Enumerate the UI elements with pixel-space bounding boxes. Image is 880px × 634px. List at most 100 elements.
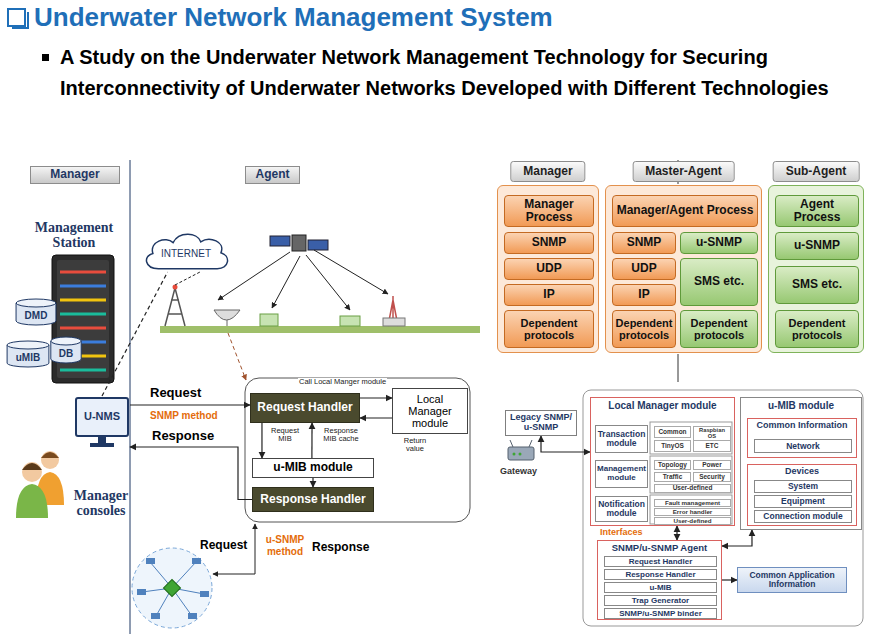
text-label: Interfaces — [600, 527, 643, 537]
option-group — [650, 422, 732, 454]
option-group — [650, 456, 732, 493]
field-row: u-MIB — [604, 582, 717, 593]
node-text: Transaction module — [598, 430, 646, 449]
architecture-frame — [583, 390, 863, 626]
node-text: u-SNMP — [794, 239, 840, 252]
field-row: Trap Generator — [604, 595, 717, 606]
node-text: Response Handler — [625, 571, 695, 579]
monitor-shape — [74, 396, 130, 450]
node-text: U-NMS — [84, 410, 120, 422]
satellite — [270, 235, 328, 251]
node-text: Notification module — [598, 500, 645, 519]
node-text: SMS etc. — [694, 275, 744, 288]
title-bullet — [8, 9, 25, 26]
node-text: Manager Process — [507, 198, 591, 224]
option-box: TinyOS — [654, 440, 691, 452]
edge-label: Return value — [396, 437, 434, 454]
node-text: SNMP — [627, 236, 662, 249]
internet-cloud: INTERNET — [140, 230, 232, 272]
node-text: Legacy SNMP/ u-SNMP — [508, 413, 574, 433]
server — [52, 255, 114, 383]
node-text: Connection module — [763, 512, 842, 521]
gateway-icon — [508, 440, 534, 460]
module-box: u-MIB module — [252, 458, 374, 478]
header-tab: Manager — [30, 166, 120, 184]
protocol-box: Dependent protocols — [504, 310, 594, 348]
node-text: Common Information — [757, 421, 848, 431]
node-text: Power — [702, 462, 722, 469]
cylinder-top — [51, 337, 81, 345]
agent-container — [245, 378, 470, 522]
node-text: ETC — [706, 443, 719, 450]
node-text: SMS etc. — [792, 278, 842, 291]
connector — [360, 397, 392, 398]
option-box: Traffic — [654, 472, 691, 482]
option-box: Power — [693, 460, 731, 470]
node-text: SNMP/u-SNMP Agent — [612, 543, 708, 553]
satellite-dish — [214, 310, 240, 326]
database-cylinder: DMD — [15, 298, 57, 326]
node-text: Common — [658, 429, 686, 436]
connector — [130, 447, 252, 500]
handler-box: Response Handler — [252, 487, 374, 512]
protocol-box: SNMP — [504, 232, 594, 254]
node-text: Management module — [597, 465, 646, 483]
protocol-box: UDP — [612, 258, 676, 280]
field-row: Connection module — [754, 510, 852, 523]
protocol-box: u-SNMP — [775, 232, 859, 260]
column-tab: Sub-Agent — [773, 161, 860, 182]
edge-label: Request — [150, 386, 201, 400]
edge-label: Response MIB cache — [318, 427, 364, 444]
node-text: u-MIB — [649, 584, 671, 592]
text-label: A Study on the Underwater Network Manage… — [60, 42, 875, 104]
cloud-outline — [146, 234, 227, 268]
node-text: u-MIB module — [768, 400, 834, 411]
stack-column: Master-AgentManager/Agent ProcessSNMPu-S… — [605, 185, 762, 353]
manager-consoles-icon — [16, 451, 64, 518]
handler-box: Request Handler — [250, 393, 360, 423]
option-box: Security — [693, 472, 731, 482]
monitor-neck — [98, 436, 106, 443]
database-cylinder: uMIB — [6, 340, 50, 368]
option-box: ETC — [693, 440, 731, 452]
header-tab: Agent — [245, 166, 300, 184]
connector — [311, 423, 312, 458]
node-text: Dependent protocols — [778, 317, 856, 341]
radio-tower — [165, 288, 185, 326]
node-text: IP — [638, 288, 649, 301]
module-panel: Local Manager moduleTransaction moduleCo… — [590, 397, 735, 526]
node-text: Topology — [658, 462, 687, 469]
text-label: Response — [312, 540, 369, 554]
node-text: User-defined — [673, 518, 711, 524]
title-bullet-shadow — [12, 12, 28, 28]
text-label: Gateway — [500, 466, 537, 476]
connector — [676, 526, 677, 540]
node-text: Dependent protocols — [507, 317, 591, 341]
node-text: Response Handler — [260, 493, 365, 506]
info-group: Common InformationNetwork — [747, 418, 857, 458]
node-text: u-MIB module — [273, 461, 352, 474]
node-text: Network — [786, 442, 820, 451]
text-label: u-SNMP method — [262, 534, 308, 557]
column-tab: Manager — [510, 161, 585, 182]
node-text: User-defined — [673, 485, 713, 492]
node-text: Trap Generator — [632, 597, 689, 605]
option-box: User-defined — [654, 484, 731, 493]
node-text: Local Manager module — [395, 393, 465, 429]
protocol-box: UDP — [504, 258, 594, 280]
node-text: Dependent protocols — [615, 317, 673, 341]
module-box: Notification module — [595, 496, 648, 522]
node-text: System — [788, 482, 818, 491]
subtitle-bullet — [42, 54, 49, 61]
gateway-box: Legacy SNMP/ u-SNMP — [505, 410, 577, 436]
node-text: UDP — [631, 262, 656, 275]
option-box: Topology — [654, 460, 691, 470]
stack-column: ManagerManager ProcessSNMPUDPIPDependent… — [497, 185, 599, 353]
module-box: Transaction module — [595, 425, 648, 453]
node-text: Request Handler — [257, 401, 352, 414]
connector — [102, 272, 168, 396]
text-label: Management Station — [30, 220, 118, 251]
node-text: Agent Process — [778, 198, 856, 224]
field-row: Request Handler — [604, 556, 717, 567]
